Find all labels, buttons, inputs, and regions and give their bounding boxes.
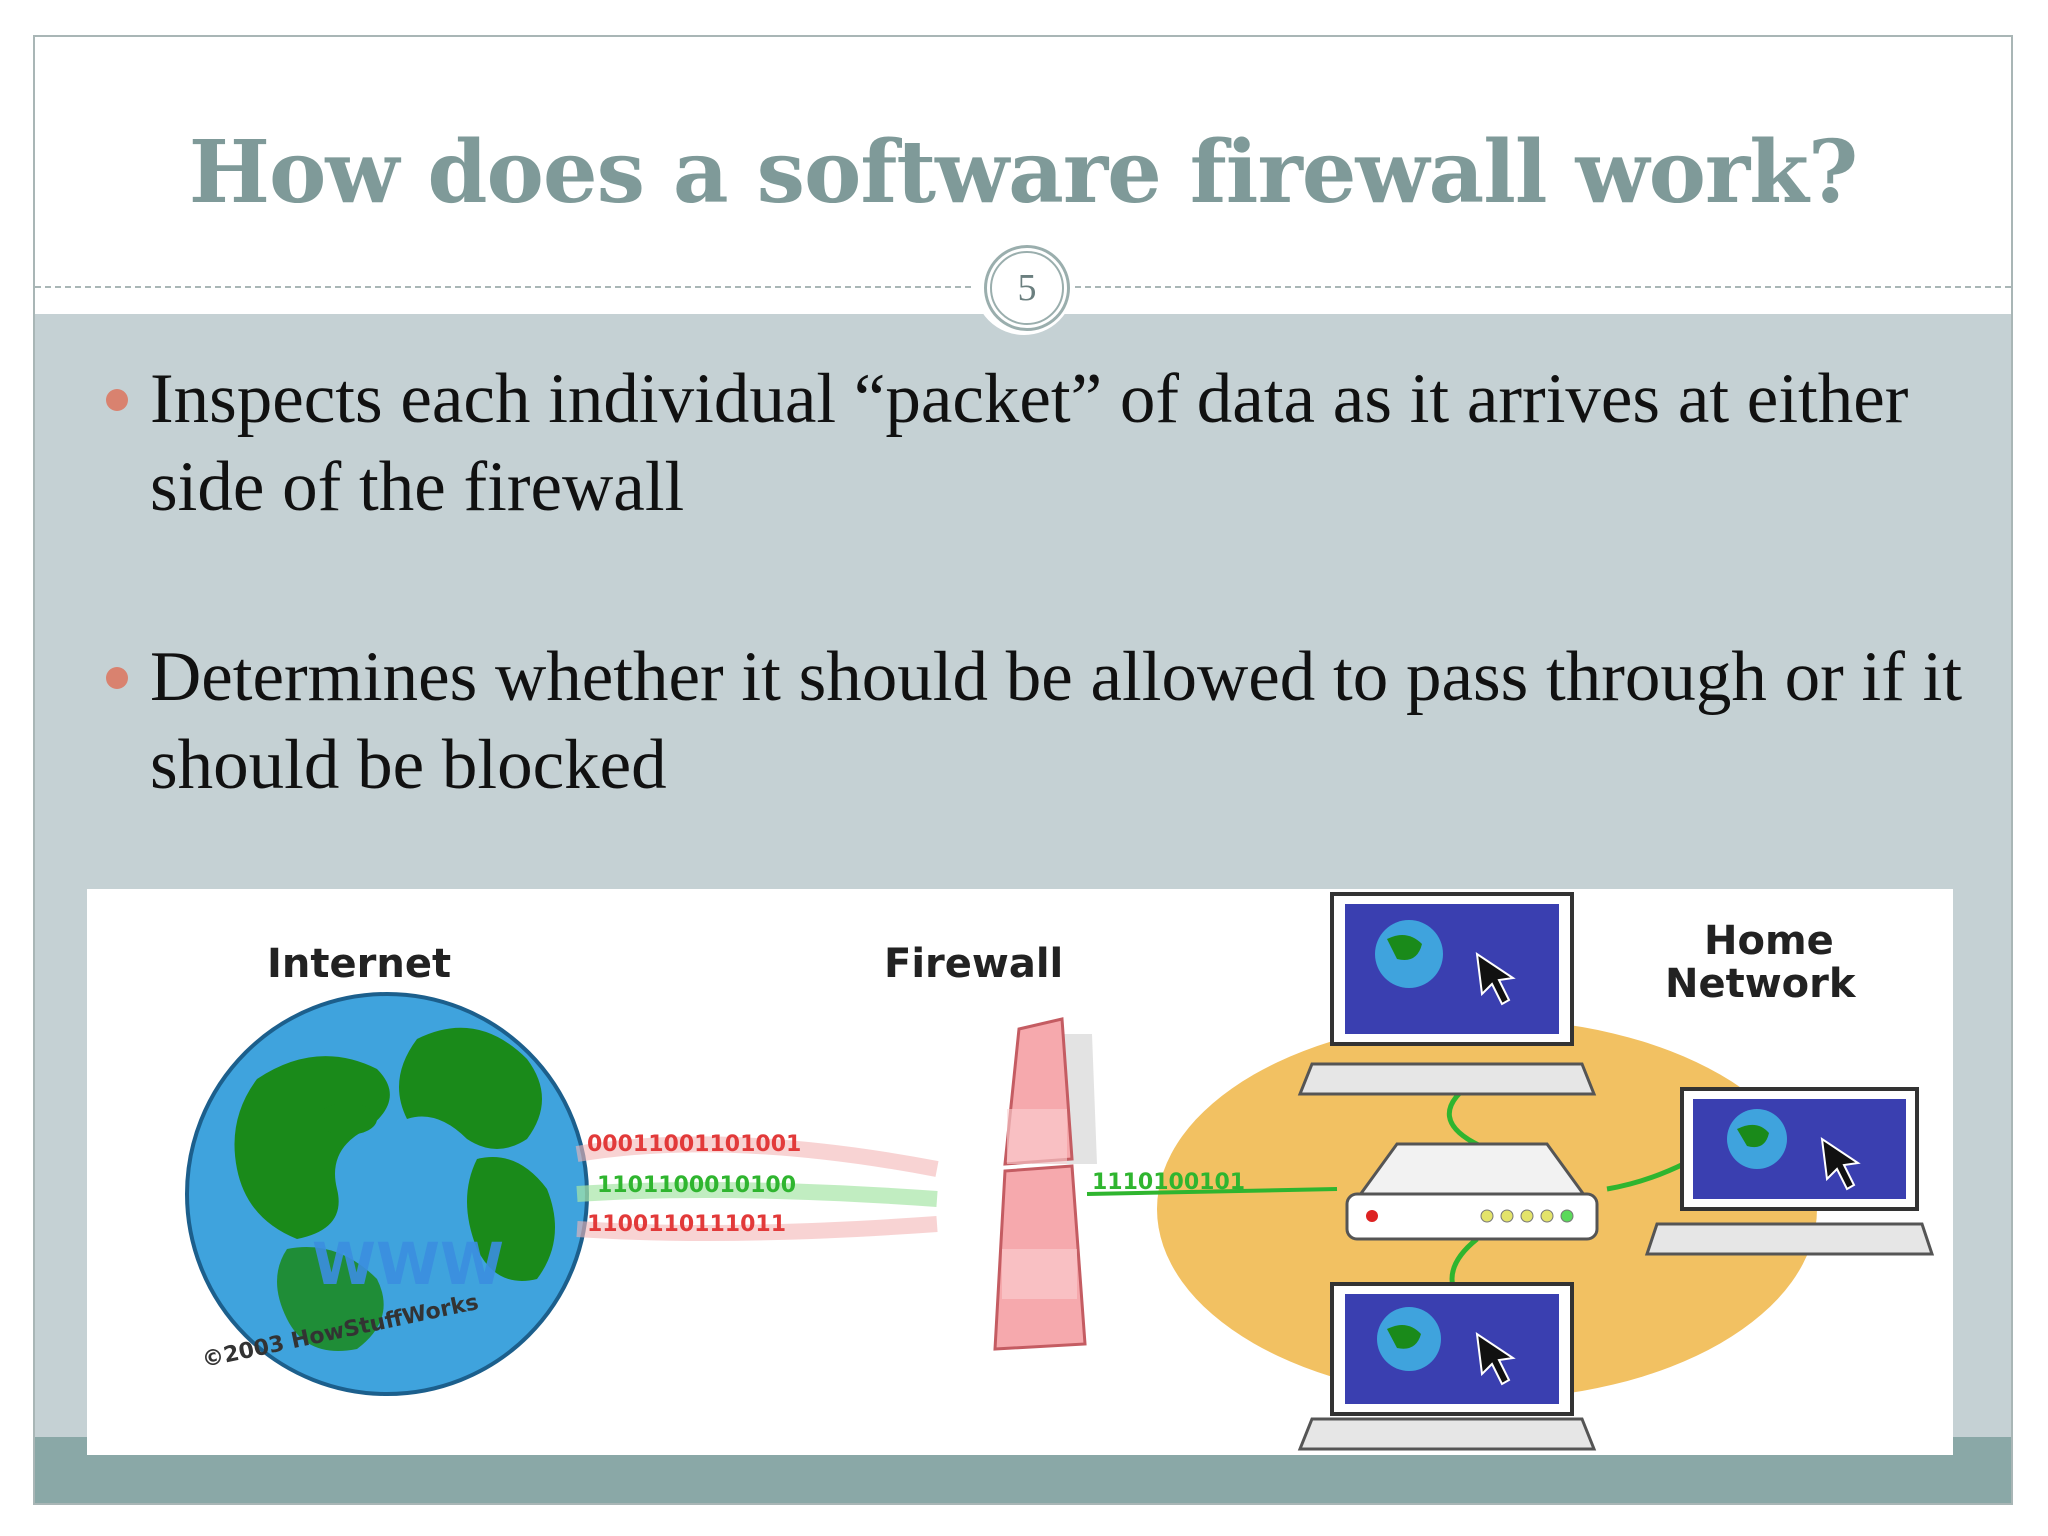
packet-stream-outside: 00011001101001 1101100010100 11001101110… (575, 1132, 939, 1241)
computer-icon-bottom (1297, 1282, 1597, 1451)
www-label: WWW (312, 1230, 504, 1298)
slide-number: 5 (990, 251, 1064, 325)
computer-icon-right (1644, 1087, 1935, 1256)
bits-red-1: 00011001101001 (587, 1132, 801, 1157)
home-label-line2: Network (1665, 961, 1857, 1007)
bullet-text: Determines whether it should be allowed … (150, 638, 1963, 804)
bits-red-2: 1100110111011 (587, 1212, 786, 1237)
bits-green: 1101100010100 (597, 1173, 796, 1198)
router-icon (1345, 1142, 1599, 1241)
slide-number-badge: 5 (974, 235, 1074, 335)
bits-inside: 1110100101 (1092, 1170, 1245, 1195)
internet-label: Internet (267, 941, 451, 987)
slide-title: How does a software firewall work? (188, 122, 1858, 223)
bullet-item: Inspects each individual “packet” of dat… (106, 355, 1990, 531)
computer-icon-top (1297, 892, 1597, 1096)
firewall-diagram: WWW ©2003 HowStuffWorks 00011001101001 1… (87, 889, 1953, 1455)
packet-stream-inside (1086, 1187, 1338, 1196)
home-label-line1: Home (1704, 918, 1834, 964)
globe-icon (185, 992, 589, 1396)
diagram-svg: WWW ©2003 HowStuffWorks 00011001101001 1… (185, 892, 1935, 1451)
bullet-item: Determines whether it should be allowed … (106, 633, 1990, 809)
slide: How does a software firewall work? 5 Ins… (33, 35, 2013, 1505)
bullet-dot-icon (106, 389, 128, 411)
bullet-dot-icon (106, 667, 128, 689)
firewall-label: Firewall (884, 941, 1063, 987)
bullet-text: Inspects each individual “packet” of dat… (150, 360, 1909, 526)
firewall-icon (993, 1017, 1097, 1351)
